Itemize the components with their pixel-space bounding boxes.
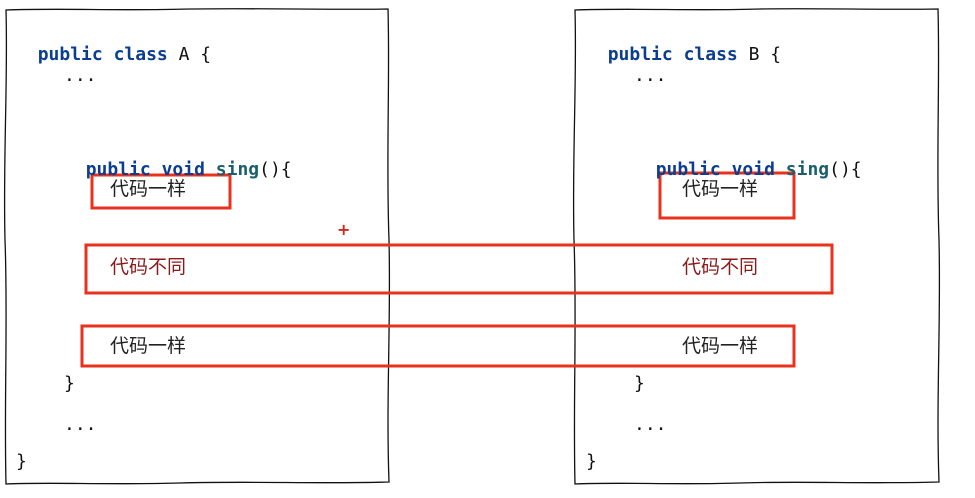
highlight-same-a <box>90 173 232 210</box>
highlight-same-bottom-row <box>80 324 796 368</box>
method-tail: (){ <box>259 159 292 180</box>
class-b-panel <box>572 8 941 485</box>
keyword-public: public <box>655 159 721 180</box>
class-b-same-top: 代码一样 <box>682 178 759 200</box>
highlight-different-row <box>84 243 834 295</box>
class-a-header: public class A { <box>16 28 211 64</box>
plus-marker: + <box>337 220 351 239</box>
keyword-public: public <box>85 159 151 180</box>
class-a-same-top: 代码一样 <box>110 178 187 200</box>
class-b-different: 代码不同 <box>682 256 759 278</box>
method-tail: (){ <box>829 159 862 180</box>
class-a-ellipsis-bottom: ... <box>64 414 97 435</box>
method-name: sing <box>215 159 260 180</box>
class-a-close-class: } <box>16 451 27 472</box>
class-b-close-class: } <box>586 451 597 472</box>
class-b-ellipsis-top: ... <box>634 65 667 86</box>
class-a-same-bottom: 代码一样 <box>110 335 187 357</box>
class-a-different: 代码不同 <box>110 256 187 278</box>
keyword-class: class <box>683 44 738 65</box>
class-name: B { <box>748 44 782 65</box>
keyword-void: void <box>731 159 775 180</box>
class-a-close-method: } <box>64 373 75 394</box>
keyword-void: void <box>161 159 205 180</box>
class-b-method-signature: public void sing(){ <box>634 143 862 179</box>
method-name: sing <box>785 159 830 180</box>
class-b-same-bottom: 代码一样 <box>682 335 759 357</box>
keyword-public: public <box>607 44 673 65</box>
class-a-ellipsis-top: ... <box>64 65 97 86</box>
class-b-close-method: } <box>634 373 645 394</box>
keyword-public: public <box>37 44 103 65</box>
class-b-header: public class B { <box>586 28 781 64</box>
class-b-ellipsis-bottom: ... <box>634 414 667 435</box>
class-name: A { <box>178 44 212 65</box>
highlight-same-b <box>658 171 796 220</box>
keyword-class: class <box>113 44 168 65</box>
class-a-method-signature: public void sing(){ <box>64 143 292 179</box>
class-a-panel <box>3 8 391 485</box>
